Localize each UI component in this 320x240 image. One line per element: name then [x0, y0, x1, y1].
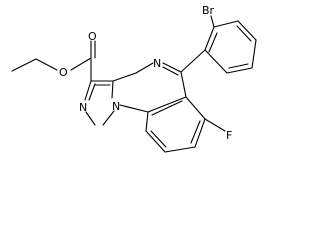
bond-c7-c8 [194, 118, 206, 148]
bond-c3-n2-inner [88, 83, 96, 101]
bond-c2p-c3p [213, 20, 239, 28]
atom-label-n-imidazole-bottom: N [112, 100, 120, 113]
atom-label-o-carbonyl: O [88, 30, 97, 43]
bond-ch3-ch2 [11, 58, 37, 72]
bond-c6-c6a [180, 71, 187, 98]
bond-n10-c10a [119, 104, 149, 113]
bonds [11, 15, 257, 153]
bond-c6p-c1p [204, 49, 228, 74]
bond-n2-c1 [85, 111, 96, 126]
bond-ch2-o [35, 58, 58, 71]
atom-label-n-diazepine: N [153, 57, 161, 70]
bond-c1-n10 [102, 110, 115, 126]
bond-c3p-c4p [237, 20, 257, 41]
bond-c7-c8-inner [190, 120, 201, 144]
atom-label-n-imidazole-left: N [79, 101, 87, 114]
chemical-structure: O O N N N Br F [11, 4, 257, 153]
bond-c2p-br [210, 15, 215, 28]
bond-c9-c10 [145, 130, 166, 153]
bond-c1p-c2p-inner [208, 32, 218, 53]
bond-c5p-c6p-inner [228, 63, 249, 69]
bond-n5-c6-double [162, 66, 179, 76]
bond-c3a-ch2 [112, 72, 137, 82]
bond-c3p-c4p-inner [236, 25, 252, 42]
bond-ch2-n5 [135, 62, 154, 74]
bond-c10a-c6a-inner [151, 100, 183, 116]
bond-o-carbonyl [70, 57, 92, 71]
bond-c6-c1p [180, 49, 206, 73]
bond-c9-c10-inner [150, 130, 167, 148]
bond-c10a-c6a [147, 96, 187, 113]
bond-c3-n2 [84, 80, 92, 101]
bond-n5-c6 [162, 62, 182, 73]
bond-c8-c9 [164, 146, 196, 153]
bond-c6a-c7 [185, 96, 206, 120]
bond-n10-c3a [111, 80, 114, 99]
bond-c7-f [204, 118, 226, 132]
bond-c1p-c2p [204, 26, 215, 51]
bond-c10-c10a [145, 111, 149, 132]
bond-c4p-c5p [251, 39, 257, 69]
atom-label-br: Br [202, 4, 215, 17]
atom-label-o-ester: O [59, 66, 68, 79]
bond-c5p-c6p [226, 67, 253, 74]
atom-label-f: F [226, 129, 232, 142]
